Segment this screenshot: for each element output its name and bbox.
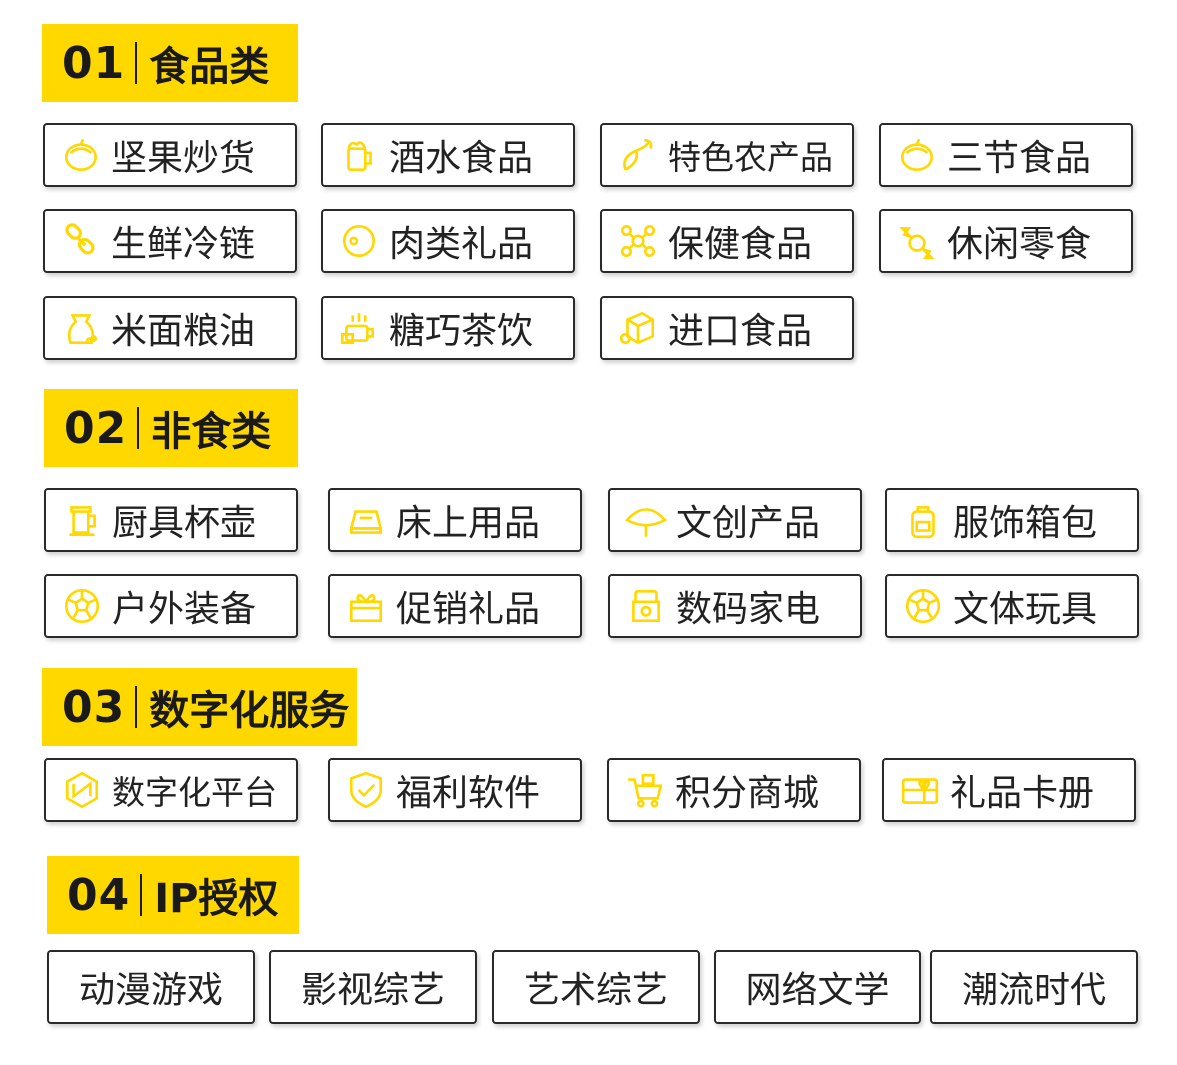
category-label: 肉类礼品 — [389, 224, 534, 265]
category-promo-gifts[interactable]: 促销礼品 — [328, 574, 582, 638]
category-imported-food[interactable]: 进口食品 — [600, 296, 854, 360]
category-meat-gifts[interactable]: 肉类礼品 — [321, 209, 575, 273]
kettle-icon — [58, 496, 106, 544]
category-snacks[interactable]: 休闲零食 — [879, 209, 1133, 273]
category-welfare-software[interactable]: 福利软件 — [328, 758, 582, 822]
nut-icon — [57, 131, 105, 179]
beer-mug-icon — [335, 131, 383, 179]
section-header-non-food: 02 非食类 — [44, 389, 298, 467]
platform-logo-icon — [58, 766, 106, 814]
category-label: 进口食品 — [668, 311, 813, 352]
ball-icon — [899, 582, 947, 630]
category-digital-appliances[interactable]: 数码家电 — [608, 574, 862, 638]
section-number: 01 — [62, 37, 126, 89]
gift-box-icon — [342, 582, 390, 630]
section-header-food: 01 食品类 — [42, 24, 298, 102]
section-number: 03 — [62, 681, 126, 733]
divider — [135, 42, 138, 84]
category-label: 文体玩具 — [953, 589, 1098, 630]
chain-link-icon — [57, 217, 105, 265]
section-number: 02 — [64, 402, 128, 454]
category-label: 网络文学 — [745, 970, 890, 1011]
football-icon — [58, 582, 106, 630]
category-kitchenware[interactable]: 厨具杯壶 — [44, 488, 298, 552]
category-label: 艺术综艺 — [523, 970, 668, 1011]
backpack-icon — [899, 496, 947, 544]
category-label: 坚果炒货 — [111, 138, 256, 179]
category-label: 户外装备 — [112, 589, 257, 630]
category-label: 三节食品 — [947, 138, 1092, 179]
category-label: 生鲜冷链 — [111, 224, 256, 265]
category-label: 促销礼品 — [396, 589, 541, 630]
category-web-literature[interactable]: 网络文学 — [714, 950, 921, 1024]
category-cultural-creative[interactable]: 文创产品 — [608, 488, 862, 552]
bed-icon — [342, 496, 390, 544]
category-farm-products[interactable]: 特色农产品 — [600, 123, 854, 187]
section-header-digital-services: 03 数字化服务 — [42, 668, 357, 746]
section-header-ip-licensing: 04 IP授权 — [47, 856, 299, 934]
divider — [135, 686, 138, 728]
category-apparel-bags[interactable]: 服饰箱包 — [885, 488, 1139, 552]
category-candy-tea[interactable]: 糖巧茶饮 — [321, 296, 575, 360]
category-label: 动漫游戏 — [78, 970, 223, 1011]
eggplant-icon — [614, 131, 662, 179]
category-anime-games[interactable]: 动漫游戏 — [47, 950, 255, 1024]
category-label: 糖巧茶饮 — [389, 311, 534, 352]
mooncake-icon — [893, 131, 941, 179]
category-label: 床上用品 — [396, 503, 541, 544]
category-points-mall[interactable]: 积分商城 — [607, 758, 861, 822]
category-label: 文创产品 — [676, 503, 821, 544]
category-grain-oil[interactable]: 米面粮油 — [43, 296, 297, 360]
category-art-variety[interactable]: 艺术综艺 — [492, 950, 700, 1024]
category-label: 保健食品 — [668, 224, 813, 265]
category-label: 福利软件 — [396, 773, 541, 814]
fan-icon — [622, 496, 670, 544]
category-trend-era[interactable]: 潮流时代 — [930, 950, 1138, 1024]
category-label: 积分商城 — [675, 773, 820, 814]
meat-icon — [335, 217, 383, 265]
category-outdoor-gear[interactable]: 户外装备 — [44, 574, 298, 638]
category-label: 休闲零食 — [947, 224, 1092, 265]
category-label: 米面粮油 — [111, 311, 256, 352]
category-film-variety[interactable]: 影视综艺 — [269, 950, 477, 1024]
category-fresh-cold-chain[interactable]: 生鲜冷链 — [43, 209, 297, 273]
category-festival-food[interactable]: 三节食品 — [879, 123, 1133, 187]
appliance-icon — [622, 582, 670, 630]
category-label: 酒水食品 — [389, 138, 534, 179]
section-title: 食品类 — [149, 44, 270, 90]
shield-check-icon — [342, 766, 390, 814]
category-label: 礼品卡册 — [950, 773, 1095, 814]
package-box-icon — [614, 304, 662, 352]
gift-card-icon — [896, 766, 944, 814]
category-health-food[interactable]: 保健食品 — [600, 209, 854, 273]
category-label: 潮流时代 — [961, 970, 1106, 1011]
section-title: 数字化服务 — [149, 688, 350, 734]
category-label: 数字化平台 — [112, 773, 277, 812]
rice-sack-icon — [57, 304, 105, 352]
category-drinks[interactable]: 酒水食品 — [321, 123, 575, 187]
shopping-cart-icon — [621, 766, 669, 814]
divider — [140, 874, 143, 916]
divider — [137, 407, 140, 449]
category-bedding[interactable]: 床上用品 — [328, 488, 582, 552]
candy-icon — [893, 217, 941, 265]
category-label: 服饰箱包 — [953, 503, 1098, 544]
tea-cup-icon — [335, 304, 383, 352]
category-label: 数码家电 — [676, 589, 821, 630]
category-label: 影视综艺 — [300, 970, 445, 1011]
section-number: 04 — [67, 869, 131, 921]
molecule-icon — [614, 217, 662, 265]
section-title: 非食类 — [151, 409, 272, 455]
category-sports-toys[interactable]: 文体玩具 — [885, 574, 1139, 638]
section-title: IP授权 — [154, 876, 279, 922]
category-gift-card[interactable]: 礼品卡册 — [882, 758, 1136, 822]
category-label: 特色农产品 — [668, 138, 833, 177]
category-digital-platform[interactable]: 数字化平台 — [44, 758, 298, 822]
category-label: 厨具杯壶 — [112, 503, 257, 544]
category-nuts[interactable]: 坚果炒货 — [43, 123, 297, 187]
